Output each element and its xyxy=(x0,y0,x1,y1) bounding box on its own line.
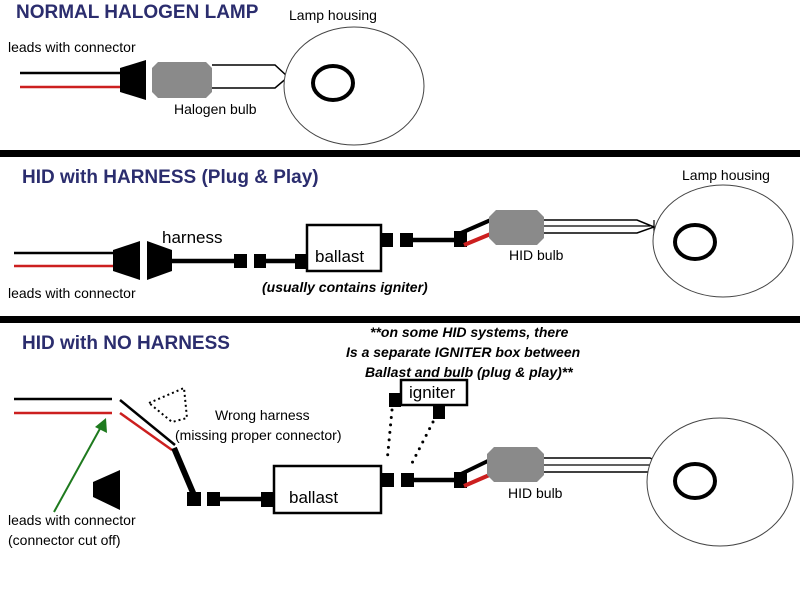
leads-label-line1: leads with connector xyxy=(8,512,136,528)
lamp-housing-label: Lamp housing xyxy=(682,167,770,183)
ballast-output-socket xyxy=(381,473,394,487)
bulb-cable-plug xyxy=(401,473,414,487)
hid-bulb-label: HID bulb xyxy=(509,247,564,263)
igniter-output-socket xyxy=(433,405,445,419)
wrong-harness-label-line2: (missing proper connector) xyxy=(175,427,342,443)
ballast-input-plug xyxy=(207,492,220,506)
section-hid-no-harness: HID with NO HARNESS **on some HID system… xyxy=(8,324,794,548)
lamp-housing xyxy=(652,184,794,298)
ballast-input-socket xyxy=(261,492,274,507)
section-divider xyxy=(0,150,800,157)
section-title-normal: NORMAL HALOGEN LAMP xyxy=(16,2,259,23)
wrong-harness-wire-red xyxy=(119,411,173,452)
igniter-dotted-link-input xyxy=(385,408,394,464)
cut-off-connector-icon xyxy=(93,470,120,510)
lamp-housing xyxy=(646,417,794,547)
ballast-output-socket xyxy=(381,233,393,247)
section-title-no-harness: HID with NO HARNESS xyxy=(22,333,230,354)
igniter-note-line1: **on some HID systems, there xyxy=(370,324,569,340)
igniter-note-line3: Ballast and bulb (plug & play)** xyxy=(365,364,573,380)
ballast-box xyxy=(305,223,383,273)
bulb-cable-plug xyxy=(400,233,413,247)
ballast-box xyxy=(272,464,383,515)
pointer-arrow-icon xyxy=(95,418,107,433)
hid-bulb-base xyxy=(489,210,544,245)
ballast-input-plug xyxy=(254,254,266,268)
pointer-arrow-line xyxy=(53,424,103,513)
ballast-input-socket xyxy=(295,254,307,269)
wrong-harness-plug xyxy=(187,492,201,506)
igniter-label: igniter xyxy=(409,383,456,402)
section-normal-halogen: NORMAL HALOGEN LAMP leads with connector… xyxy=(8,2,425,146)
section-hid-with-harness: HID with HARNESS (Plug & Play) leads wit… xyxy=(8,167,794,301)
harness-plug xyxy=(234,254,247,268)
leads-label-line2: (connector cut off) xyxy=(8,532,121,548)
leads-label: leads with connector xyxy=(8,285,136,301)
lamp-housing-label: Lamp housing xyxy=(289,7,377,23)
halogen-bulb-glass xyxy=(212,64,290,89)
connector-plug-icon xyxy=(120,60,146,100)
bulb-lead-black xyxy=(460,217,494,235)
igniter-box xyxy=(399,378,469,407)
lamp-opening-ring xyxy=(311,64,355,102)
lamp-opening-ring xyxy=(673,223,717,261)
missing-connector-outline xyxy=(147,386,189,424)
wrong-harness-wire-black xyxy=(119,399,176,446)
ballast-label: ballast xyxy=(289,488,338,507)
vehicle-connector-icon xyxy=(113,241,140,280)
igniter-note-line2: Is a separate IGNITER box between xyxy=(346,344,580,360)
ballast-note: (usually contains igniter) xyxy=(262,279,428,295)
bulb-lead-red xyxy=(463,231,494,247)
lamp-opening-ring xyxy=(673,462,717,500)
hid-bulb-label: HID bulb xyxy=(508,485,563,501)
leads-label: leads with connector xyxy=(8,39,136,55)
harness-label: harness xyxy=(162,228,222,247)
wrong-harness-label-line1: Wrong harness xyxy=(215,407,310,423)
section-title-harness: HID with HARNESS (Plug & Play) xyxy=(22,167,319,188)
halogen-bulb-label: Halogen bulb xyxy=(174,101,257,117)
harness-connector-icon xyxy=(147,241,172,280)
hid-bulb-base xyxy=(487,447,544,482)
halogen-bulb-base xyxy=(152,62,212,98)
igniter-input-socket xyxy=(389,393,401,407)
ballast-label: ballast xyxy=(315,247,364,266)
wrong-harness-cable xyxy=(171,446,197,497)
igniter-dotted-link-output xyxy=(408,420,435,469)
section-divider xyxy=(0,316,800,323)
